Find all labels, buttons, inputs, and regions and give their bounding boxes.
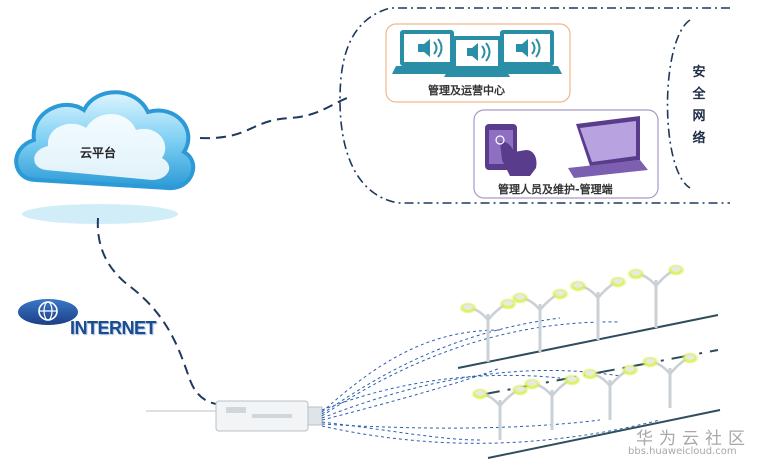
cloud-platform-label: 云平台 [80, 146, 117, 160]
internet-label: INTERNET [70, 318, 157, 338]
street-lamp [641, 352, 699, 408]
wireless-links [321, 317, 661, 444]
cloud-to-secure-link [199, 95, 353, 140]
globe-icon [18, 299, 78, 325]
street-lamp [471, 384, 529, 440]
secure-network-boundary [339, 7, 730, 204]
monitor-icon [492, 30, 562, 74]
street-lamps [459, 264, 699, 440]
street-lamp [459, 298, 517, 362]
street-lamp [511, 288, 569, 352]
gateway-device [146, 400, 323, 432]
ops-center-label: 管理及运营中心 [428, 84, 505, 97]
street-lamp [581, 364, 639, 420]
watermark-title: 华为云社区 [636, 429, 751, 449]
laptop-icon [568, 116, 648, 178]
cloud-to-gateway-link [96, 217, 217, 405]
street-lamp [523, 374, 581, 430]
smartphone-hand-icon [485, 124, 537, 176]
secure-network-label: 安全网络 [692, 65, 706, 146]
watermark-url: bbs.huaweicloud.com [628, 446, 737, 457]
street-lamp [569, 276, 627, 340]
monitor-icon [444, 36, 510, 77]
cloud-icon [14, 90, 196, 224]
street-lamp [627, 264, 685, 328]
mgmt-terminal-label: 管理人员及维护-管理端 [498, 183, 613, 196]
monitor-icon [392, 30, 462, 74]
